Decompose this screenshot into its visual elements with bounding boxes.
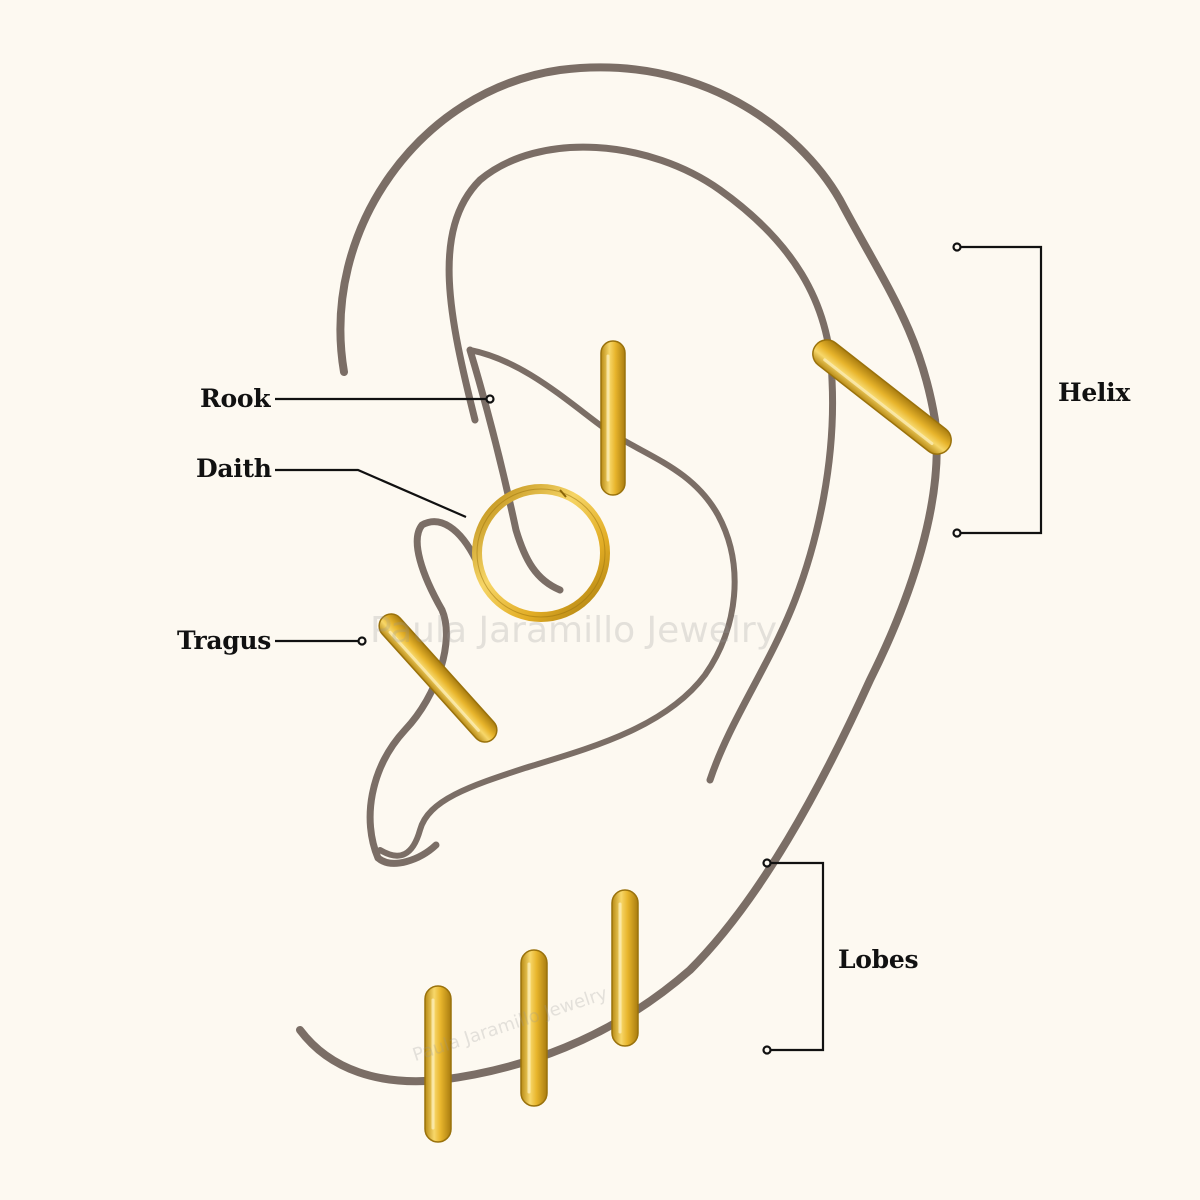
lobes-bracket-dot-top bbox=[762, 858, 772, 868]
helix-bracket bbox=[960, 245, 1043, 535]
daith-leader bbox=[275, 468, 467, 519]
lobes-bracket-dot-bottom bbox=[762, 1045, 772, 1055]
tragus-hoop bbox=[378, 613, 498, 743]
ear-inner-antihelix bbox=[445, 143, 837, 784]
ear-daith-fold bbox=[466, 346, 564, 594]
label-daith: Daith bbox=[196, 454, 272, 483]
daith-ring-hinge bbox=[559, 489, 567, 498]
daith-ring bbox=[472, 484, 610, 622]
label-lobes: Lobes bbox=[838, 945, 919, 974]
rook-hoop bbox=[600, 340, 626, 496]
lobes-bracket bbox=[770, 861, 825, 1052]
jewelry bbox=[378, 339, 952, 1143]
leader-lines bbox=[275, 242, 1043, 1055]
ear-rook-fold bbox=[377, 347, 738, 859]
helix-hoop bbox=[812, 339, 952, 455]
rook-leader-dot bbox=[485, 394, 495, 404]
lobe-hoop-3 bbox=[611, 889, 639, 1047]
watermark-main: Paula Jaramillo Jewelry bbox=[370, 610, 778, 651]
helix-bracket-dot-top bbox=[952, 242, 962, 252]
lobe-hoop-1 bbox=[424, 985, 452, 1143]
tragus-leader-dot bbox=[357, 636, 367, 646]
helix-bracket-dot-bottom bbox=[952, 528, 962, 538]
label-helix: Helix bbox=[1058, 378, 1130, 407]
label-tragus: Tragus bbox=[177, 626, 272, 655]
daith-ring-edge bbox=[476, 488, 606, 618]
label-rook: Rook bbox=[200, 384, 271, 413]
